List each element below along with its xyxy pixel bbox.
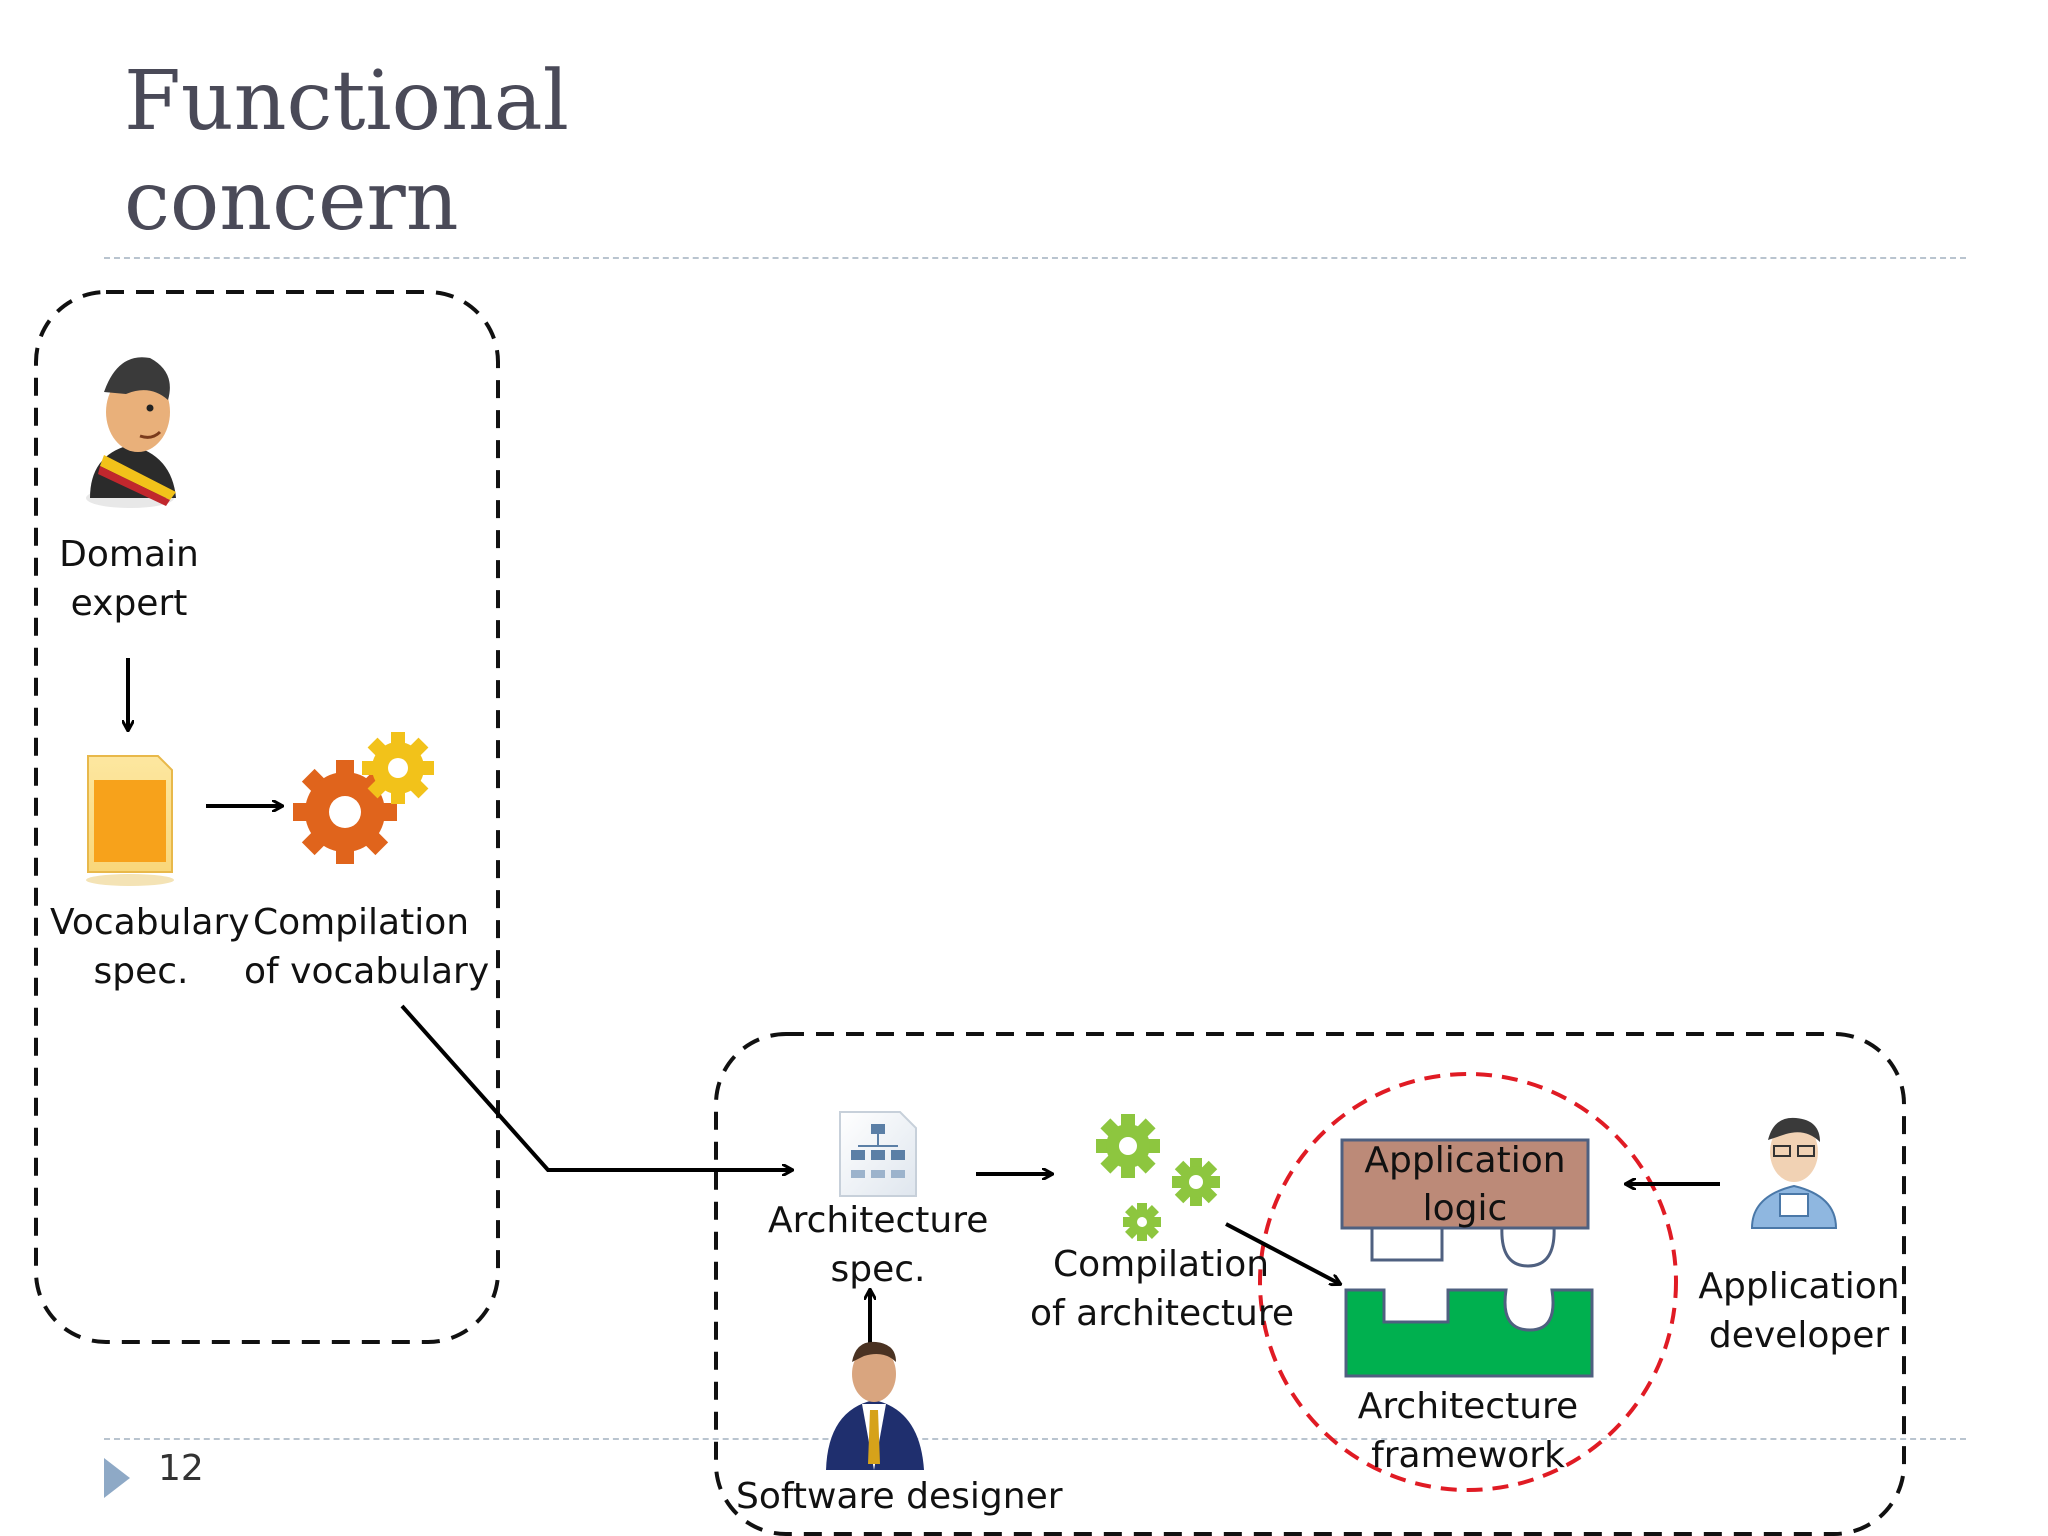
architecture-document-icon [839,1111,917,1197]
vocabulary-document-icon [86,755,174,886]
compilation-architecture-label: Compilation of architecture [1030,1244,1294,1334]
software-designer-icon [826,1341,924,1470]
page-marker-icon [104,1458,130,1498]
architecture-region [714,1032,1906,1536]
architecture-framework-piece [1344,1288,1594,1378]
footer-divider [104,1438,1966,1440]
application-logic-piece [1340,1138,1590,1268]
application-logic-label: Application logic [1364,1140,1566,1229]
vocabulary-region [34,290,500,1344]
domain-expert-icon [86,357,176,508]
domain-expert-label: Domain expert [59,534,199,624]
page-number: 12 [158,1448,204,1489]
slide-title-line-2: concern [124,154,459,249]
slide-title: Functional concern [124,52,1024,252]
vocabulary-spec-label: Vocabulary spec. [50,902,250,992]
architecture-spec-label: Architecture spec. [768,1200,989,1290]
application-developer-label: Application developer [1698,1266,1900,1356]
application-developer-icon [1750,1117,1838,1229]
title-divider [104,257,1966,259]
architecture-framework-label: Architecture framework [1357,1386,1579,1476]
vocabulary-gears-icon [293,732,434,864]
arrow-compilation-to-framework [1225,1222,1340,1284]
arrow-vocabulary-to-architecture [400,1004,792,1170]
software-designer-label: Software designer [736,1476,1063,1517]
architecture-gears-icon [1096,1114,1220,1241]
compilation-vocabulary-label: Compilation of vocabulary [244,902,490,992]
slide-title-line-1: Functional [124,54,569,149]
highlight-circle [1258,1072,1678,1492]
